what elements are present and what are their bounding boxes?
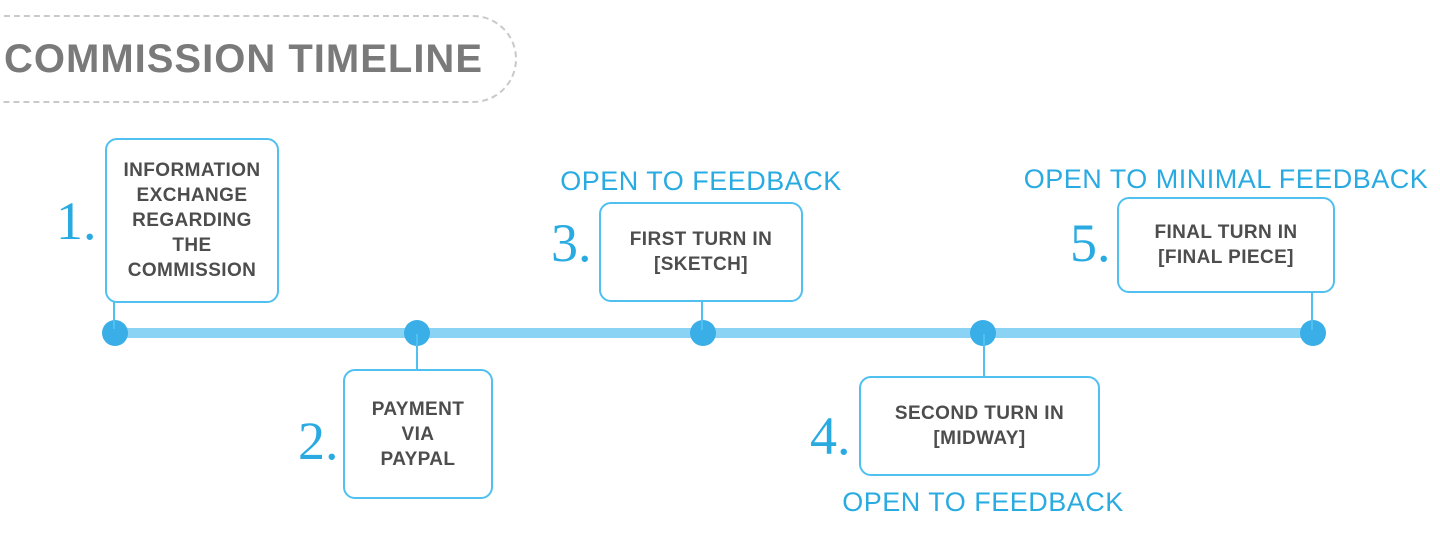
page-title: COMMISSION TIMELINE (4, 36, 483, 81)
feedback-label-step-3: OPEN TO FEEDBACK (560, 166, 842, 196)
step-box-5: FINAL TURN IN [FINAL PIECE] (1117, 197, 1335, 293)
step-number-1: 1. (56, 191, 97, 251)
step-box-4: SECOND TURN IN [MIDWAY] (859, 376, 1100, 476)
connector-step-2 (416, 334, 418, 371)
step-number-4: 4. (810, 406, 851, 466)
step-box-3: FIRST TURN IN [SKETCH] (599, 202, 803, 302)
step-number-5: 5. (1070, 213, 1111, 273)
connector-step-5 (1311, 292, 1313, 330)
connector-step-1 (113, 301, 115, 329)
step-number-2: 2. (298, 411, 339, 471)
step-label-3: FIRST TURN IN [SKETCH] (629, 229, 773, 275)
step-label-1: INFORMATION EXCHANGE REGARDING THE COMMI… (123, 160, 261, 281)
feedback-label-step-4: OPEN TO FEEDBACK (842, 487, 1124, 517)
timeline-dot-3 (690, 320, 716, 346)
connector-step-3 (701, 300, 703, 330)
connector-step-4 (983, 334, 985, 378)
step-box-1: INFORMATION EXCHANGE REGARDING THE COMMI… (105, 138, 279, 303)
timeline-dot-1 (102, 320, 128, 346)
feedback-label-step-5: OPEN TO MINIMAL FEEDBACK (1023, 164, 1429, 194)
title-pill: COMMISSION TIMELINE (0, 15, 517, 103)
step-label-4: SECOND TURN IN [MIDWAY] (894, 403, 1065, 449)
timeline-dot-5 (1300, 320, 1326, 346)
step-box-2: PAYMENT VIA PAYPAL (343, 369, 493, 499)
step-label-5: FINAL TURN IN [FINAL PIECE] (1154, 222, 1298, 268)
step-number-3: 3. (551, 213, 592, 273)
step-label-2: PAYMENT VIA PAYPAL (371, 398, 465, 470)
